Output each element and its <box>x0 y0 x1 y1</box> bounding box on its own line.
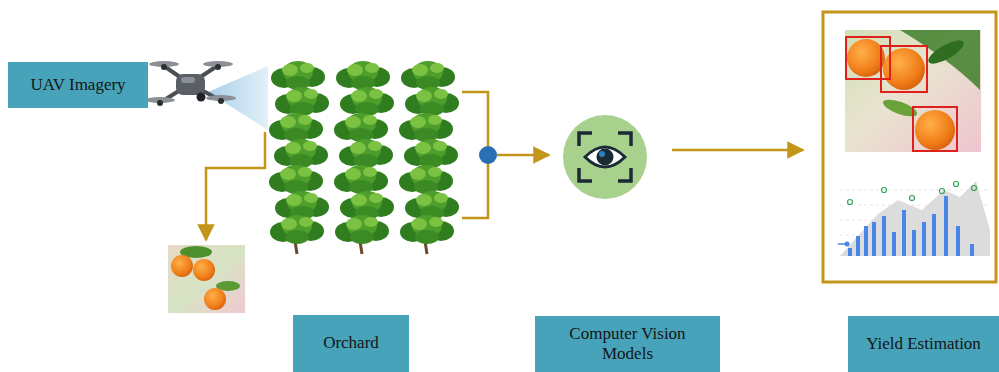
leaf-cluster <box>275 87 329 116</box>
drone-camera <box>197 93 206 102</box>
chart-marker <box>954 182 959 187</box>
chart-marker <box>848 200 853 205</box>
drone-body <box>181 77 195 83</box>
vision-icon <box>563 115 647 199</box>
detection-photo <box>845 30 981 152</box>
label-box: Computer Vision Models <box>535 316 720 372</box>
box-label: UAV Imagery <box>30 75 125 95</box>
chart-marker <box>910 196 915 201</box>
motor <box>161 64 167 70</box>
area-shape <box>840 181 990 256</box>
leaf-cluster <box>405 87 459 116</box>
leaf-cluster <box>336 61 390 90</box>
chart-tick <box>838 243 845 245</box>
photo-orange <box>847 39 885 77</box>
chart-marker <box>882 188 887 193</box>
yield-chart <box>838 181 990 256</box>
leaf-cluster <box>399 113 453 142</box>
photo-orange <box>204 288 226 310</box>
leader-arrow <box>206 132 265 240</box>
drone-body <box>176 74 205 95</box>
leaf-cluster <box>335 215 389 244</box>
motor <box>157 100 163 106</box>
leaf-cluster <box>339 139 393 168</box>
leaf-cluster <box>269 113 323 142</box>
motor <box>215 64 221 70</box>
photo-orange <box>171 255 193 277</box>
chart-dot <box>845 242 850 247</box>
result-panel <box>823 12 996 282</box>
leaf-cluster <box>274 139 328 168</box>
detection-box <box>913 107 957 151</box>
leaf-cluster <box>334 113 388 142</box>
detection-box <box>881 46 927 92</box>
photo-leaf <box>925 36 967 68</box>
leaf-cluster <box>269 165 323 194</box>
bars <box>850 196 972 256</box>
photo-orange <box>915 110 955 150</box>
detection-box <box>846 37 890 79</box>
label-box: Orchard <box>293 315 409 372</box>
leaf-cluster <box>270 215 324 244</box>
flow-arrow <box>672 149 803 152</box>
label-box: Yield Estimation <box>848 316 999 372</box>
box-label: Orchard <box>323 333 379 353</box>
leaf-cluster <box>271 61 325 90</box>
eye-outline <box>585 147 625 167</box>
leaf-cluster <box>340 87 394 116</box>
motor <box>218 98 224 104</box>
eye-iris <box>597 149 614 166</box>
orchard-trees <box>269 61 459 254</box>
focus-corners <box>579 133 631 181</box>
leaf-cluster <box>400 215 454 244</box>
eye-glint <box>599 151 605 157</box>
box-label: Yield Estimation <box>866 334 981 354</box>
chart-marker <box>972 186 977 191</box>
box-label: Computer Vision Models <box>557 324 698 365</box>
photo-ground <box>845 30 981 152</box>
icon-disc <box>563 115 647 199</box>
leaf-cluster <box>399 165 453 194</box>
photo-orange <box>193 259 215 281</box>
chart-marker <box>940 189 945 194</box>
flow-arrow <box>497 154 549 157</box>
leaf-cluster <box>334 165 388 194</box>
leaf-cluster <box>404 139 458 168</box>
label-box: UAV Imagery <box>8 62 148 108</box>
merge-dot <box>479 146 497 164</box>
fruit-photo <box>168 245 245 313</box>
drone-icon <box>145 61 236 106</box>
photo-ground <box>168 245 245 313</box>
leaf-cluster <box>401 61 455 90</box>
